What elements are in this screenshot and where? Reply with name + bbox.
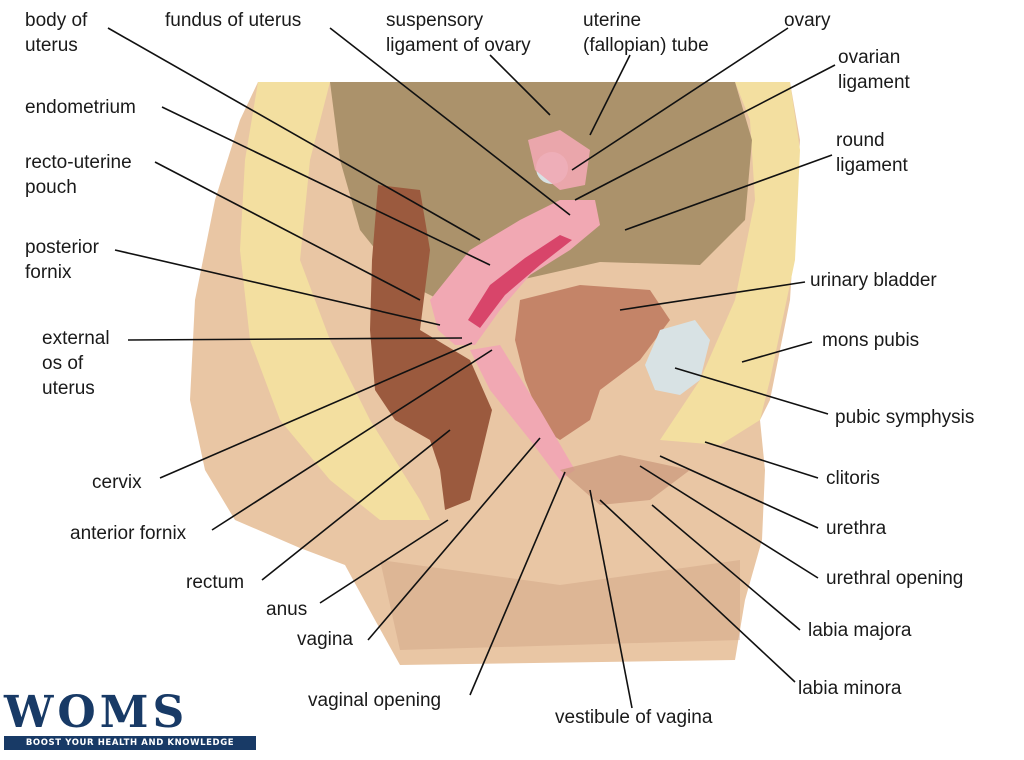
leader-labia-minora [599,499,796,683]
woms-logo: WOMS BOOST YOUR HEALTH AND KNOWLEDGE [4,690,256,752]
label-cervix: cervix [92,472,142,493]
leader-round-ligament [624,154,833,231]
leader-ovarian-ligament [574,64,836,201]
label-anterior-fornix: anterior fornix [70,523,187,544]
leader-anterior-fornix [211,349,493,531]
label-body-of-uterus: body of uterus [25,10,88,56]
leader-pubic-symphysis [674,367,829,415]
fallopian-tube-shape [528,130,590,190]
anterior-fat [660,82,800,445]
label-vestibule-of-vagina: vestibule of vagina [555,707,713,728]
label-urinary-bladder: urinary bladder [810,270,937,291]
label-mons-pubis: mons pubis [822,330,920,351]
label-anus: anus [266,599,308,620]
label-labia-minora: labia minora [798,678,902,699]
leader-labia-majora [651,504,801,631]
label-external-os: external os of uterus [42,328,110,399]
bladder-shape [515,285,670,440]
abdominal-cavity [330,82,752,300]
label-urethra: urethra [826,518,887,539]
leader-rectum [261,429,451,581]
label-fundus-of-uterus: fundus of uterus [165,10,302,31]
label-rectum: rectum [186,572,245,593]
label-urethral-opening: urethral opening [826,568,964,589]
leader-cervix [159,342,473,479]
label-uterine-tube: uterine (fallopian) tube [583,10,709,56]
leader-ovary [571,27,789,171]
vagina-canal [470,345,575,480]
leader-fundus [329,27,571,216]
label-posterior-fornix: posterior fornix [25,237,99,283]
leader-mons-pubis [741,341,813,363]
label-vagina: vagina [297,629,353,650]
leader-anus [319,519,449,604]
leader-urethra [659,455,819,529]
label-recto-uterine-pouch: recto-uterine pouch [25,152,132,198]
label-round-ligament: round ligament [836,130,908,176]
leader-recto-uterine [154,161,421,301]
leader-tube [589,54,631,136]
posterior-fat [240,82,430,520]
leader-urinary-bladder [619,281,806,311]
leader-vestibule [589,489,633,709]
vulva-shape [560,455,690,505]
label-labia-majora: labia majora [808,620,912,641]
label-endometrium: endometrium [25,97,136,118]
endometrium-layer [468,235,572,328]
label-ovarian-ligament: ovarian ligament [838,47,910,93]
skin-shadow [380,560,740,650]
leader-endometrium [161,106,491,266]
logo-tagline: BOOST YOUR HEALTH AND KNOWLEDGE [4,736,256,750]
label-clitoris: clitoris [826,468,880,489]
leader-external-os [127,337,463,341]
label-pubic-symphysis: pubic symphysis [835,407,975,428]
leader-vagina [367,437,541,641]
leader-clitoris [704,441,819,479]
leader-urethral-opening [639,465,819,579]
label-suspensory-ligament: suspensory ligament of ovary [386,10,531,56]
leader-posterior-fornix [114,249,441,326]
label-ovary: ovary [784,10,831,31]
logo-wordmark: WOMS [4,687,189,738]
rectum-shape [370,185,492,510]
leader-vaginal-opening [469,471,566,696]
pubic-bone [645,320,710,395]
leader-body-of-uterus [107,27,481,241]
leader-suspensory [489,54,551,116]
label-vaginal-opening: vaginal opening [308,690,442,711]
